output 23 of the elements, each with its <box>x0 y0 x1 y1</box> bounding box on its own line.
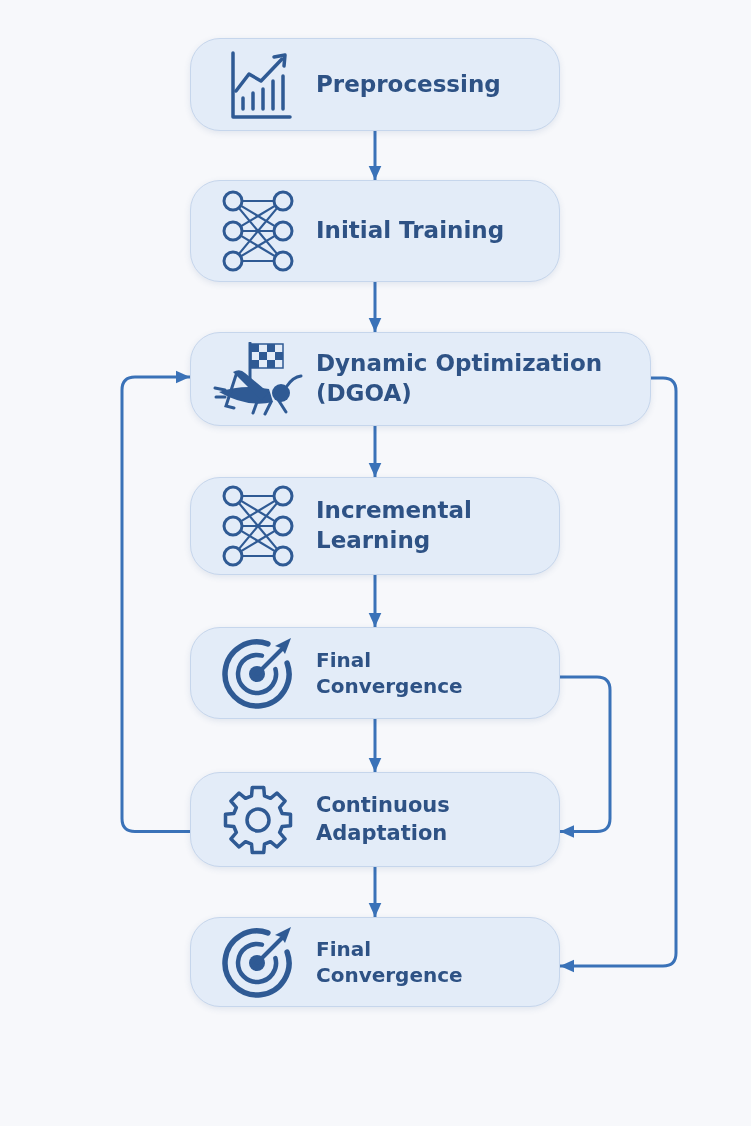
step-label: Preprocessing <box>316 69 501 99</box>
arrow <box>560 376 678 973</box>
step-label: Dynamic Optimization (DGOA) <box>316 349 604 408</box>
process-box <box>190 38 560 131</box>
step-label: Continuous Adaptation <box>316 792 451 847</box>
arrow <box>560 675 612 838</box>
process-box <box>190 627 560 719</box>
arrow <box>120 370 190 833</box>
arrow <box>368 719 382 772</box>
process-box <box>190 917 560 1007</box>
step-label: Incremental Learning <box>316 496 473 555</box>
step-label: Initial Training <box>316 216 505 246</box>
arrow <box>368 426 382 477</box>
step-label: Final Convergence <box>316 647 464 699</box>
process-box <box>190 180 560 282</box>
process-box <box>190 332 651 426</box>
arrow <box>368 867 382 917</box>
arrow <box>368 131 382 180</box>
step-label: Final Convergence <box>316 936 464 988</box>
arrow <box>368 575 382 627</box>
process-box <box>190 772 560 867</box>
arrow <box>368 282 382 332</box>
process-box <box>190 477 560 575</box>
